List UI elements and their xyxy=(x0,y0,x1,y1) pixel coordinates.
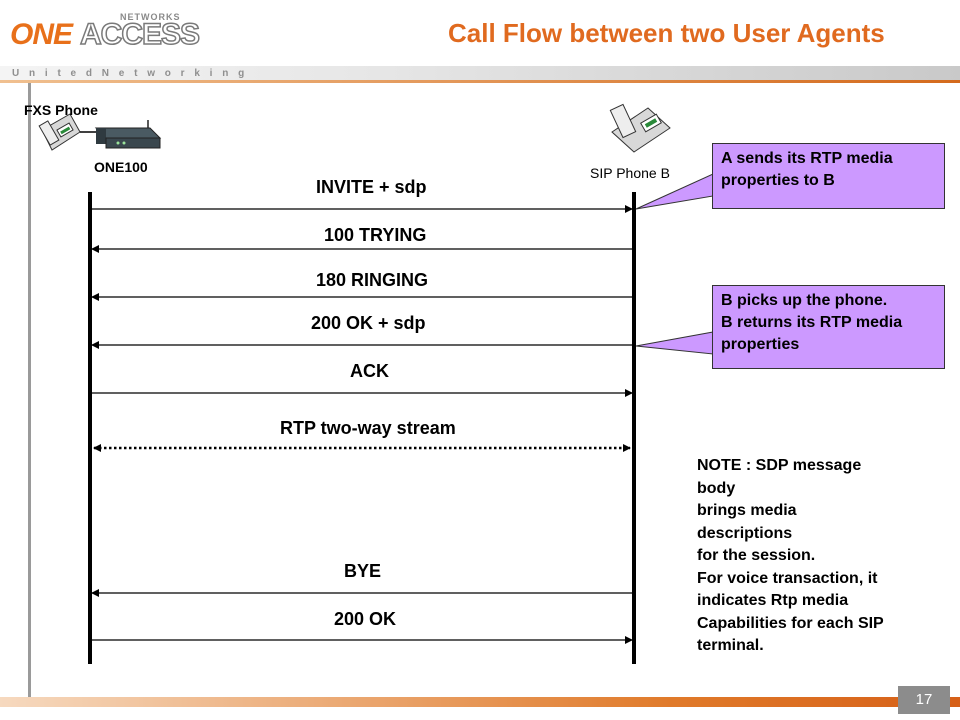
message-label: ACK xyxy=(350,361,389,381)
message-label: 180 RINGING xyxy=(316,270,429,290)
footer-bar xyxy=(0,697,960,707)
callout-line: properties xyxy=(721,336,800,353)
left-rule xyxy=(28,83,31,698)
message-label: 200 OK xyxy=(334,609,397,629)
message-label: 100 TRYING xyxy=(324,225,427,245)
message-label: RTP two-way stream xyxy=(280,418,456,438)
one100-label: ONE100 xyxy=(94,159,148,175)
header-accent-line xyxy=(0,80,960,83)
callout-line: B returns its RTP media xyxy=(721,314,903,331)
note-line: indicates Rtp media xyxy=(697,592,849,609)
note-line: descriptions xyxy=(697,524,793,542)
note-line: body xyxy=(697,479,736,497)
note-line: NOTE : SDP message xyxy=(697,457,862,474)
note-line: For voice transaction, it xyxy=(697,569,878,587)
sdp-note: NOTE : SDP message body brings media des… xyxy=(697,455,937,658)
message-label: 200 OK + sdp xyxy=(311,313,426,333)
sip-phone-icon xyxy=(609,103,671,153)
note-line: for the session. xyxy=(697,547,816,564)
callout-b-picks: B picks up the phone. B returns its RTP … xyxy=(712,285,945,369)
header-bar xyxy=(0,66,960,82)
note-line: terminal. xyxy=(697,637,764,654)
note-line: Capabilities for each SIP xyxy=(697,614,884,632)
fxs-phone-label: FXS Phone xyxy=(24,102,98,118)
page-number: 17 xyxy=(898,686,950,714)
router-icon xyxy=(94,120,162,149)
tagline: U n i t e d N e t w o r k i n g xyxy=(12,68,248,79)
logo-networks-text: NETWORKS xyxy=(120,12,181,22)
callout-a-sends: A sends its RTP media properties to B xyxy=(712,143,945,209)
message-label: BYE xyxy=(344,561,382,581)
callout-line: A sends its RTP media xyxy=(721,150,893,167)
logo-access-text: ACCESS xyxy=(79,17,201,52)
note-line: brings media xyxy=(697,502,797,519)
slide-title: Call Flow between two User Agents xyxy=(448,18,885,48)
logo-one-text: ONE xyxy=(10,18,73,51)
callout-line: B picks up the phone. xyxy=(721,292,888,309)
message-label: INVITE + sdp xyxy=(316,177,427,197)
callout-pointer-b xyxy=(635,331,714,355)
sip-phone-b-label: SIP Phone B xyxy=(590,165,670,181)
callout-line: properties to B xyxy=(721,172,835,189)
fxs-phone-icon xyxy=(38,113,81,151)
